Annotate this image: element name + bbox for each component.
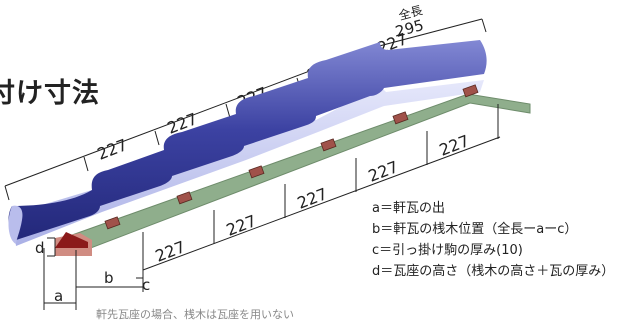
marker-b: b xyxy=(104,269,114,287)
lower-dim-3: 227 xyxy=(295,184,330,213)
legend-item-d: d＝瓦座の高さ（桟木の高さ＋瓦の厚み） xyxy=(372,264,615,279)
legend-item-c: c＝引っ掛け駒の厚み(10) xyxy=(372,243,523,258)
abc-dimension-lines xyxy=(43,237,143,310)
legend-item-b: b＝軒瓦の桟木位置（全長ーaーc） xyxy=(372,222,578,237)
lower-dimension-line xyxy=(142,104,501,292)
total-length-label: 全長 xyxy=(397,2,424,23)
lower-dim-2: 227 xyxy=(224,211,259,240)
roof-tiles xyxy=(8,40,487,246)
tile-front-lip xyxy=(8,205,23,244)
marker-c: c xyxy=(142,276,150,294)
marker-d: d xyxy=(35,239,45,257)
lower-dim-1: 227 xyxy=(153,237,188,266)
legend-item-a: a＝軒瓦の出 xyxy=(372,201,445,216)
lower-dim-4: 227 xyxy=(366,157,401,186)
upper-dim-1: 227 xyxy=(95,135,130,164)
footnote: 軒先瓦座の場合、桟木は瓦座を用いない xyxy=(96,308,294,321)
legend: a＝軒瓦の出 b＝軒瓦の桟木位置（全長ーaーc） c＝引っ掛け駒の厚み(10) … xyxy=(372,198,614,282)
tile-row xyxy=(8,40,487,240)
marker-a: a xyxy=(54,287,63,305)
page-title: 付け寸法 xyxy=(0,78,100,109)
eave-block xyxy=(55,232,88,248)
lower-dim-5: 227 xyxy=(437,131,472,160)
tile-under xyxy=(12,80,484,246)
wood-battens xyxy=(104,84,479,230)
